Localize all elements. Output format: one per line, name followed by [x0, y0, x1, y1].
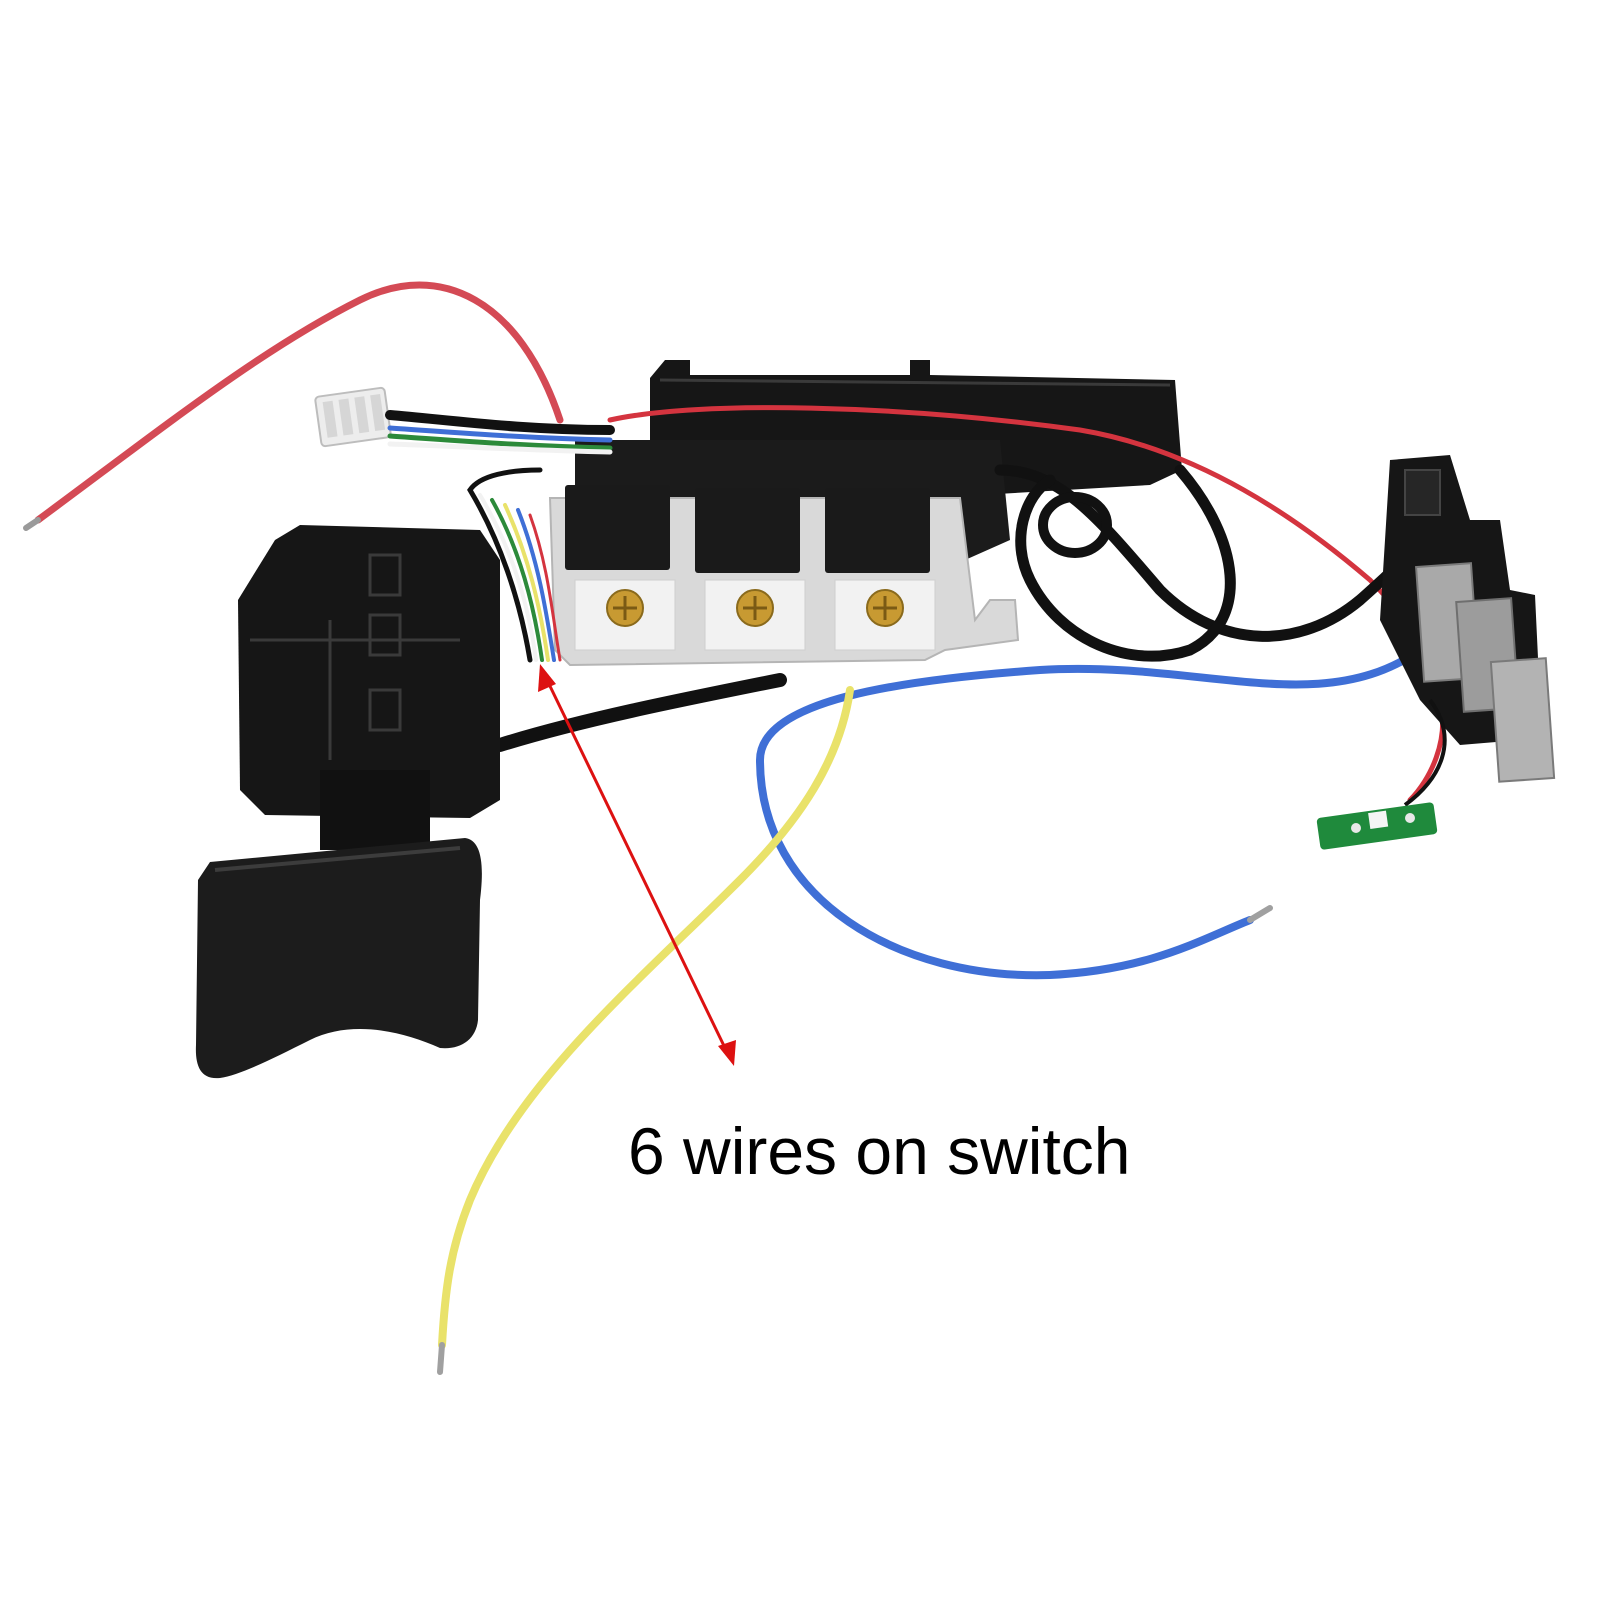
led-board: [1316, 802, 1438, 850]
mosfet-right: [825, 488, 936, 651]
white-connector: [314, 386, 392, 448]
yellow-wire-tip: [437, 1342, 445, 1375]
red-wire-tip: [23, 517, 41, 531]
yellow-wire: [438, 686, 854, 1349]
red-wire-left: [34, 281, 564, 524]
switch-wires: [467, 467, 562, 663]
mosfet-left: [565, 485, 676, 651]
ribbon-wires: [385, 410, 615, 455]
caption-text: 6 wires on switch: [628, 1114, 1131, 1188]
annotation-arrow: [538, 664, 736, 1066]
switch-body-details: [250, 553, 460, 760]
blue-wire-tip: [1247, 905, 1273, 923]
black-wire-lower: [493, 673, 787, 752]
cable-ring: [1038, 492, 1112, 558]
trigger: [195, 838, 482, 1079]
trigger-highlight: [214, 846, 461, 872]
blue-wire: [755, 646, 1424, 980]
black-cable-arc: [1015, 464, 1236, 662]
switch-body: [238, 525, 500, 818]
metal-terminals: [1415, 562, 1556, 783]
switch-stem: [320, 770, 430, 850]
mosfet-middle: [695, 488, 806, 651]
led-wires: [1403, 698, 1447, 807]
top-housing-highlight: [659, 378, 1171, 387]
